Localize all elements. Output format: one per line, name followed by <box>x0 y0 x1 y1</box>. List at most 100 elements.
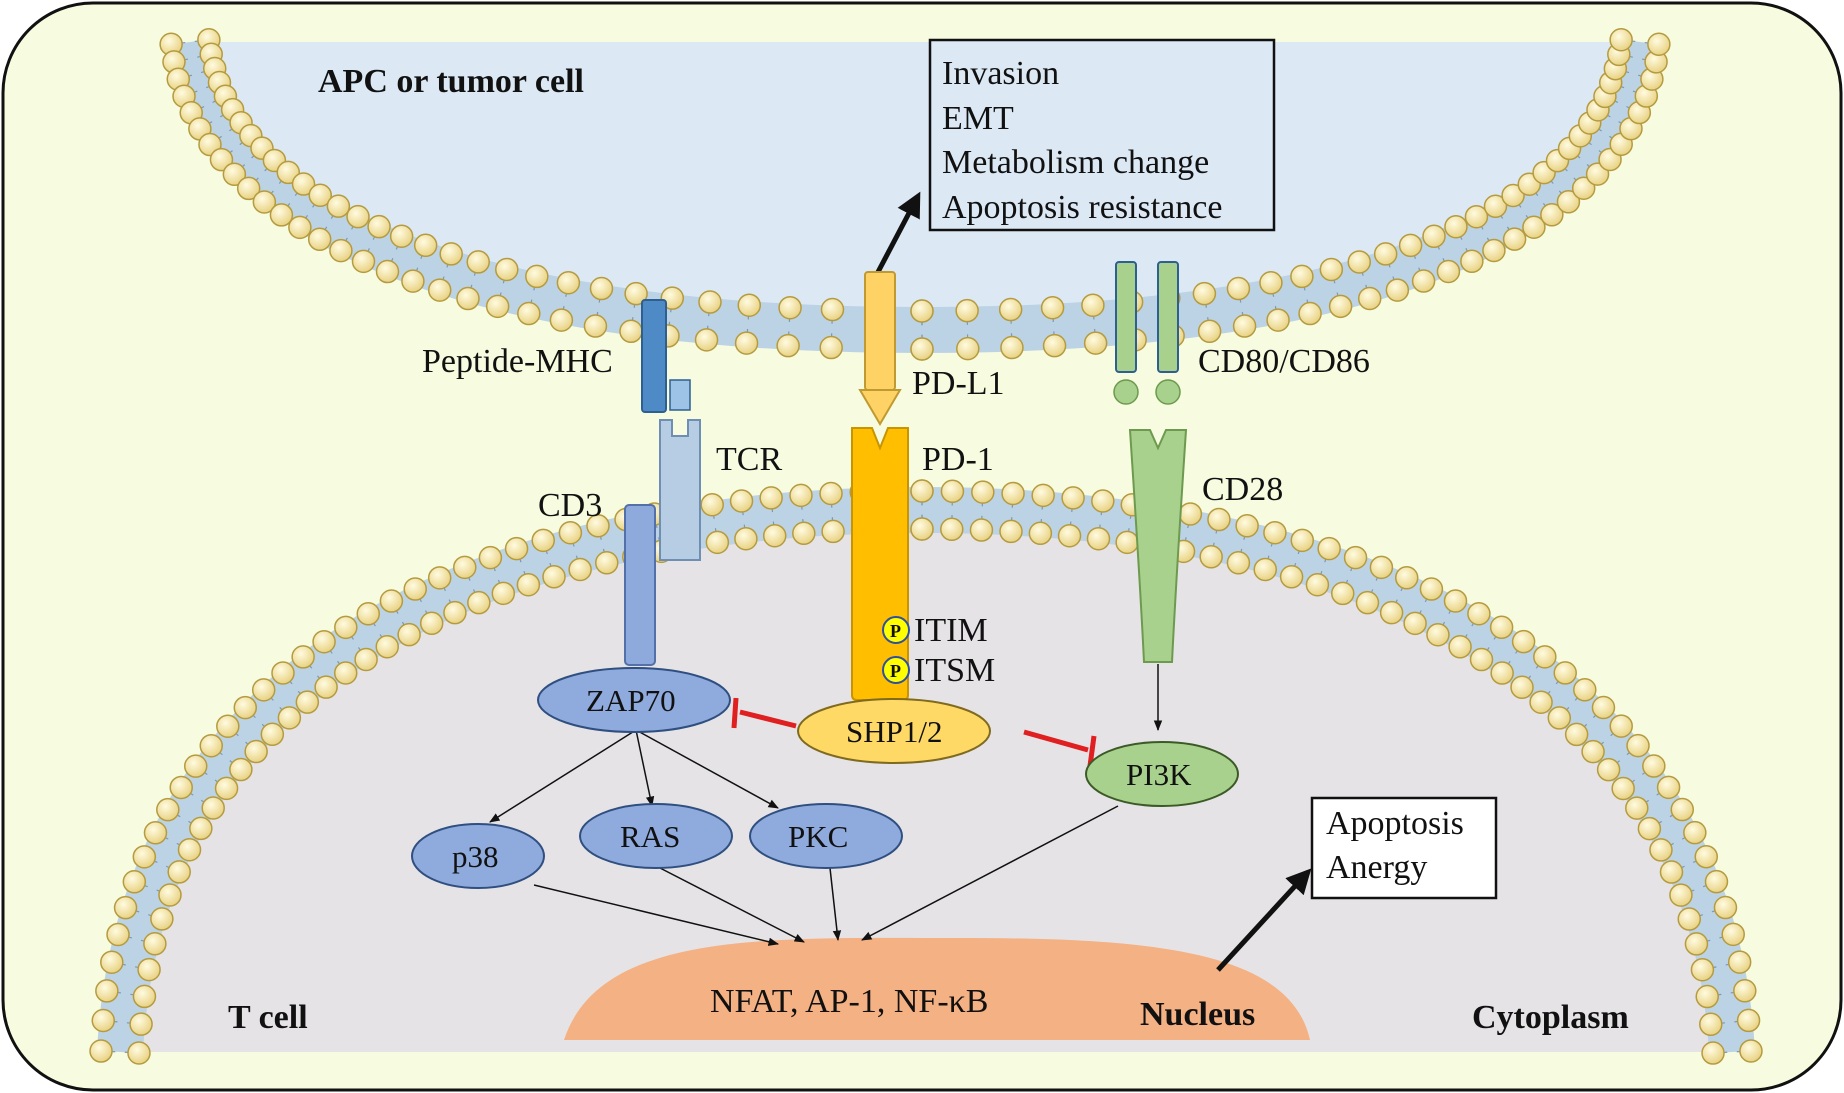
tcell-label: T cell <box>228 999 308 1036</box>
lipid-head <box>504 536 529 561</box>
lipid-head <box>1564 722 1589 747</box>
lipid-head <box>542 565 566 589</box>
lipid-head <box>150 907 174 931</box>
lipid-head <box>214 776 239 801</box>
p38-node: p38 <box>411 823 545 889</box>
lipid-head <box>1609 28 1633 52</box>
lipid-head <box>1704 869 1729 894</box>
lipid-head <box>201 796 225 820</box>
lipid-head <box>729 489 754 513</box>
outcome-invasion: Invasion <box>942 55 1059 92</box>
lipid-head <box>792 521 816 546</box>
lipid-head <box>397 622 421 647</box>
lipid-head <box>1226 276 1251 301</box>
lipid-head <box>308 183 333 208</box>
lipid-head <box>955 298 979 323</box>
lipid-head <box>1411 269 1436 293</box>
lipid-head <box>467 590 491 615</box>
lipid-head <box>624 281 648 306</box>
lipid-head <box>1490 661 1514 685</box>
lipid-head <box>169 775 193 800</box>
cd28-label: CD28 <box>1202 471 1283 508</box>
lipid-head <box>1444 214 1468 239</box>
lipid-head <box>1510 675 1534 700</box>
lipid-head <box>1355 590 1380 615</box>
lipid-head <box>525 264 549 289</box>
lipid-head <box>619 319 643 344</box>
lipid-head <box>1028 521 1053 546</box>
lipid-head <box>549 308 574 332</box>
lipid-head <box>478 545 503 570</box>
lipid-head <box>199 733 224 758</box>
lipid-head <box>589 276 614 301</box>
outcome-apoptosis-resistance: Apoptosis resistance <box>942 189 1222 226</box>
outcome-emt: EMT <box>942 100 1014 137</box>
shp-node: SHP1/2 <box>797 698 991 764</box>
lipid-head <box>910 517 934 541</box>
lipid-head <box>1502 227 1527 251</box>
lipid-head <box>1394 566 1419 590</box>
lipid-head <box>1739 1039 1763 1063</box>
lipid-head <box>1656 775 1681 800</box>
lipid-head <box>1571 176 1596 200</box>
lipid-head <box>1695 984 1719 1009</box>
apc-membrane <box>167 38 1663 354</box>
lipid-head <box>485 294 510 319</box>
lipid-head <box>1690 957 1715 982</box>
pdl1 <box>858 271 902 426</box>
lipid-head <box>222 162 247 187</box>
lipid-head <box>1426 622 1450 647</box>
lipid-head <box>122 870 147 894</box>
lipid-head <box>329 238 353 263</box>
lipid-head <box>427 566 452 590</box>
lipid-head <box>354 647 378 672</box>
lipid-head <box>132 845 157 869</box>
pi3k-node: PI3K <box>1085 741 1239 807</box>
itsm-phospho: P <box>882 656 910 684</box>
zap70-node: ZAP70 <box>537 667 731 733</box>
lipid-head <box>1727 950 1752 974</box>
lipid-head <box>167 860 191 884</box>
lipid-head <box>737 293 762 317</box>
lipid-head <box>778 295 802 320</box>
lipid-head <box>1419 577 1444 601</box>
lipid-head <box>819 481 843 506</box>
itim-p-label: P <box>890 621 901 641</box>
signaling-arrows <box>489 664 1163 946</box>
lipid-head <box>1483 194 1508 219</box>
cytoplasm-label: Cytoplasm <box>1472 999 1629 1036</box>
tcell-outcome-box: Apoptosis Anergy <box>1310 796 1498 900</box>
lipid-head <box>1677 907 1702 931</box>
lipid-head <box>1713 895 1738 920</box>
lipid-head <box>1443 589 1468 613</box>
lipid-head <box>1637 816 1662 841</box>
lipid-head <box>333 661 358 685</box>
lipid-head <box>183 754 208 778</box>
lipid-head <box>583 314 608 338</box>
lipid-head <box>998 297 1023 322</box>
lipid-head <box>127 1041 151 1065</box>
lipid-head <box>143 821 168 845</box>
lipid-head <box>700 492 724 517</box>
lipid-head <box>1347 250 1372 274</box>
lipid-head <box>291 172 316 196</box>
lipid-head <box>1235 514 1259 538</box>
lipid-head <box>236 176 261 201</box>
lipid-head <box>346 204 370 229</box>
lipid-head <box>1319 257 1344 282</box>
lipid-head <box>1083 331 1108 355</box>
lipid-head <box>1207 507 1231 532</box>
lipid-head <box>216 714 240 738</box>
lipid-head <box>1373 242 1398 266</box>
lipid-head <box>1081 293 1105 317</box>
outcome-anergy: Anergy <box>1326 849 1427 886</box>
itsm-label: ITSM <box>914 652 995 689</box>
lipid-head <box>1263 520 1287 545</box>
lipid-head <box>940 479 965 504</box>
lipid-head <box>1317 536 1341 561</box>
lipid-head <box>1591 695 1616 720</box>
lipid-head <box>734 526 758 551</box>
lipid-head <box>413 233 438 258</box>
lipid-head <box>1422 224 1446 249</box>
lipid-head <box>1385 278 1410 302</box>
